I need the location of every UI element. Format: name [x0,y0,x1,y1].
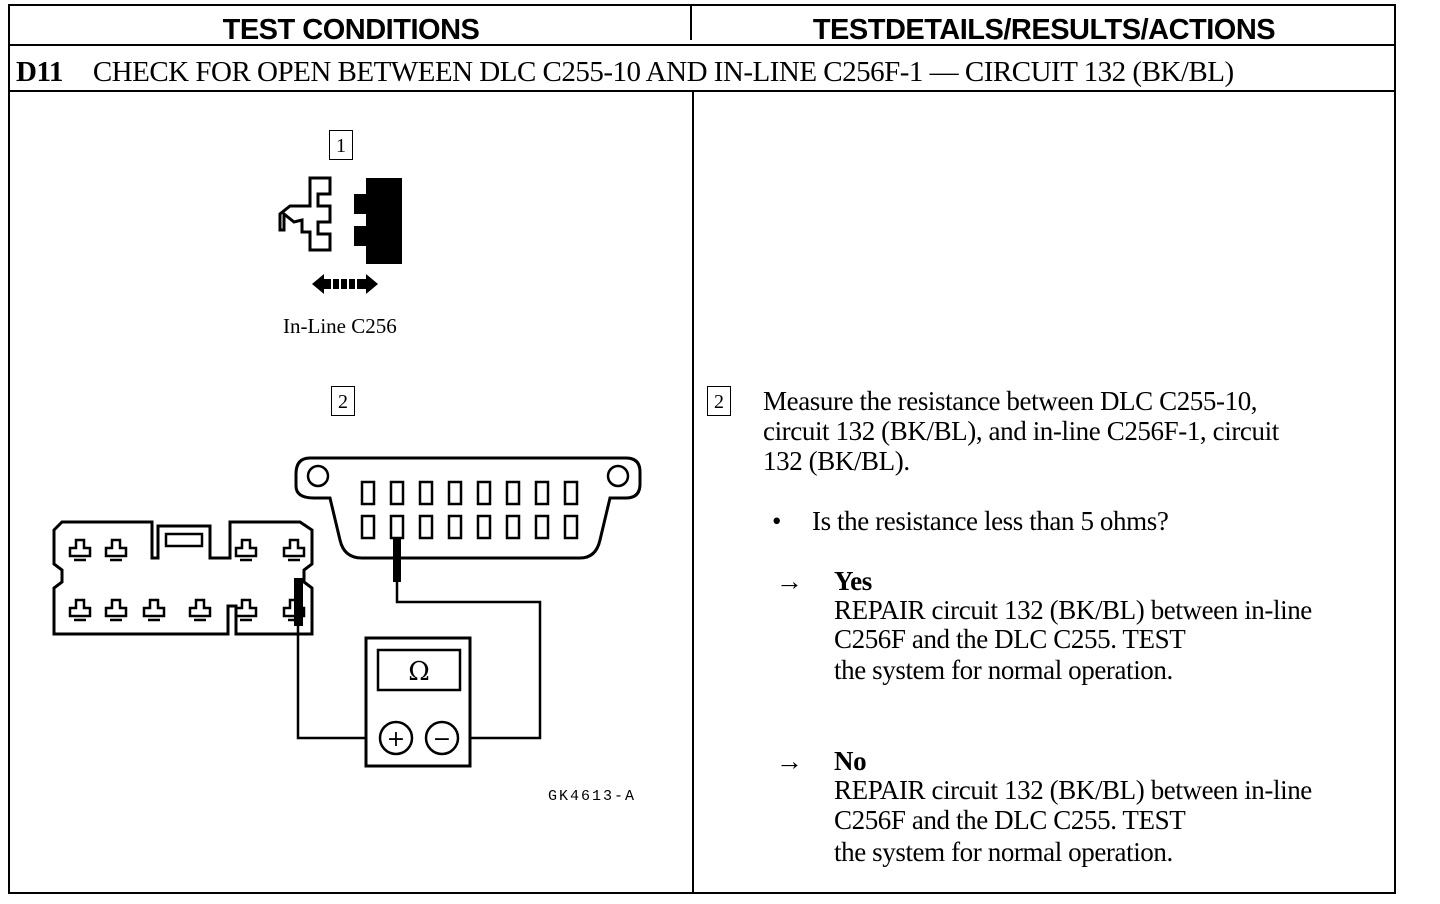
dlc-pin [476,480,492,506]
question: Is the resistance less than 5 ohms? [812,506,1169,536]
no-action-line-1: REPAIR circuit 132 (BK/BL) between in-li… [834,775,1312,805]
dlc-pin [447,514,463,540]
inline-terminal [234,538,258,562]
title-divider [10,90,1394,92]
dlc-pin [360,480,376,506]
inline-terminal [188,598,212,622]
dlc-connector-diagram: Ω + − [52,456,642,768]
inline-terminal [234,598,258,622]
figure-id: GK4613-A [548,788,637,805]
inline-terminal [142,598,166,622]
dlc-pin [534,480,550,506]
dlc-pin [505,514,521,540]
header-test-details: TESTDETAILS/RESULTS/ACTIONS [812,14,1276,46]
no-action-line-2: C256F and the DLC C255. TEST [834,805,1186,835]
dlc-pin [418,480,434,506]
dlc-pin [389,514,405,540]
instruction-line-1: Measure the resistance between DLC C255-… [763,386,1258,416]
instruction-line-3: 132 (BK/BL). [763,446,910,476]
plus-terminal: + [387,727,405,752]
dlc-pin [476,514,492,540]
no-arrow-icon: → [776,746,803,776]
instruction-line-2: circuit 132 (BK/BL), and in-line C256F-1… [763,416,1279,446]
header-divider [10,44,1394,46]
no-action-line-3: the system for normal operation. [834,837,1173,867]
dlc-pin [563,480,579,506]
procedure-table: TEST CONDITIONS TESTDETAILS/RESULTS/ACTI… [8,4,1396,894]
yes-arrow-icon: → [776,566,803,596]
yes-action-line-2: C256F and the DLC C255. TEST [834,624,1186,654]
inline-connector-icon [278,176,402,294]
yes-action-line-1: REPAIR circuit 132 (BK/BL) between in-li… [834,595,1312,625]
step-id: D11 [16,56,63,88]
no-label: No [834,746,867,776]
details-step-box: 2 [707,386,731,416]
dlc-pin [389,480,405,506]
step-title-row: D11 CHECK FOR OPEN BETWEEN DLC C255-10 AN… [16,54,1234,90]
inline-terminal [282,538,306,562]
inline-terminal [104,538,128,562]
dlc-pin [447,480,463,506]
dlc-pin [360,514,376,540]
step-box-2: 2 [331,386,355,416]
inline-terminal [68,598,92,622]
inline-terminal [68,538,92,562]
step-title: CHECK FOR OPEN BETWEEN DLC C255-10 AND I… [92,56,1234,88]
inline-terminal [104,598,128,622]
dlc-pin [418,514,434,540]
ohm-symbol: Ω [408,657,430,687]
step-box-1: 1 [329,130,353,160]
dlc-pin [534,514,550,540]
header-column-divider [690,6,692,40]
yes-action-line-3: the system for normal operation. [834,655,1173,685]
inline-connector-caption: In-Line C256 [283,314,397,338]
bullet: • [772,506,782,536]
dlc-pin [563,514,579,540]
column-divider [692,90,694,892]
dlc-pin [505,480,521,506]
header-test-conditions: TEST CONDITIONS [222,14,480,46]
minus-terminal: − [433,727,451,752]
yes-label: Yes [834,566,872,596]
